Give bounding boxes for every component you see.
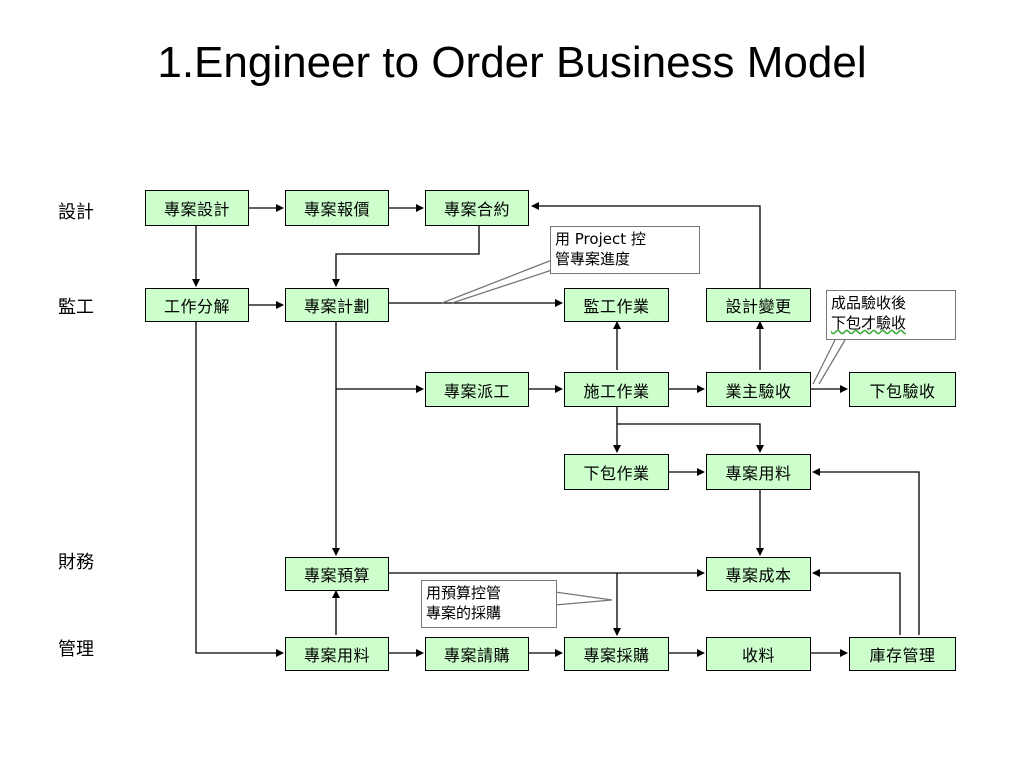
box-project-cost: 專案成本 xyxy=(706,557,811,591)
box-project-material-top: 專案用料 xyxy=(706,454,811,490)
box-owner-acceptance: 業主驗收 xyxy=(706,372,811,407)
box-project-plan: 專案計劃 xyxy=(285,288,389,322)
callout-pointer-project xyxy=(441,259,553,304)
box-design-change: 設計變更 xyxy=(706,288,811,322)
box-subcontract-acceptance: 下包驗收 xyxy=(849,372,956,407)
arrow-construction-to-material xyxy=(617,423,764,453)
lane-label-supervision: 監工 xyxy=(58,297,94,318)
arrow-inventory-to-cost xyxy=(812,569,901,635)
box-project-dispatch: 專案派工 xyxy=(425,372,529,407)
callout-project-control-line1: 用 Project 控 xyxy=(555,230,646,248)
box-inventory-management: 庫存管理 xyxy=(849,637,956,671)
lane-label-design: 設計 xyxy=(58,202,94,223)
callout-acceptance-line2: 下包才驗收 xyxy=(831,314,907,332)
lane-label-finance: 財務 xyxy=(58,552,94,573)
box-subcontract-work: 下包作業 xyxy=(564,454,669,490)
arrow-change-to-contract xyxy=(531,202,761,288)
callout-acceptance: 成品驗收後 下包才驗收 xyxy=(826,290,956,340)
box-project-requisition: 專案請購 xyxy=(425,637,529,671)
page-title: 1.Engineer to Order Business Model xyxy=(157,38,867,87)
box-work-breakdown: 工作分解 xyxy=(145,288,249,322)
callout-project-control: 用 Project 控 管專案進度 xyxy=(550,226,700,274)
callout-acceptance-line1: 成品驗收後 xyxy=(831,294,907,312)
arrow-contract-to-plan xyxy=(332,226,480,287)
lane-label-management: 管理 xyxy=(58,639,94,660)
callout-budget-control-line1: 用預算控管 xyxy=(426,584,502,602)
arrow-breakdown-down xyxy=(195,322,284,657)
box-project-contract: 專案合約 xyxy=(425,190,529,226)
box-project-quote: 專案報價 xyxy=(285,190,389,226)
box-project-budget: 專案預算 xyxy=(285,557,389,591)
box-project-purchase: 專案採購 xyxy=(564,637,669,671)
callout-budget-control-line2: 專案的採購 xyxy=(426,604,502,622)
box-receiving: 收料 xyxy=(706,637,811,671)
callout-project-control-line2: 管專案進度 xyxy=(555,250,631,268)
callout-budget-control: 用預算控管 專案的採購 xyxy=(421,580,557,628)
callout-pointer-budget xyxy=(554,591,613,606)
box-project-material-bottom: 專案用料 xyxy=(285,637,389,671)
box-construction-work: 施工作業 xyxy=(564,372,669,407)
box-supervision-work: 監工作業 xyxy=(564,288,669,322)
arrow-inventory-to-material xyxy=(812,468,920,635)
box-project-design: 專案設計 xyxy=(145,190,249,226)
callout-pointer-acceptance xyxy=(812,339,846,385)
